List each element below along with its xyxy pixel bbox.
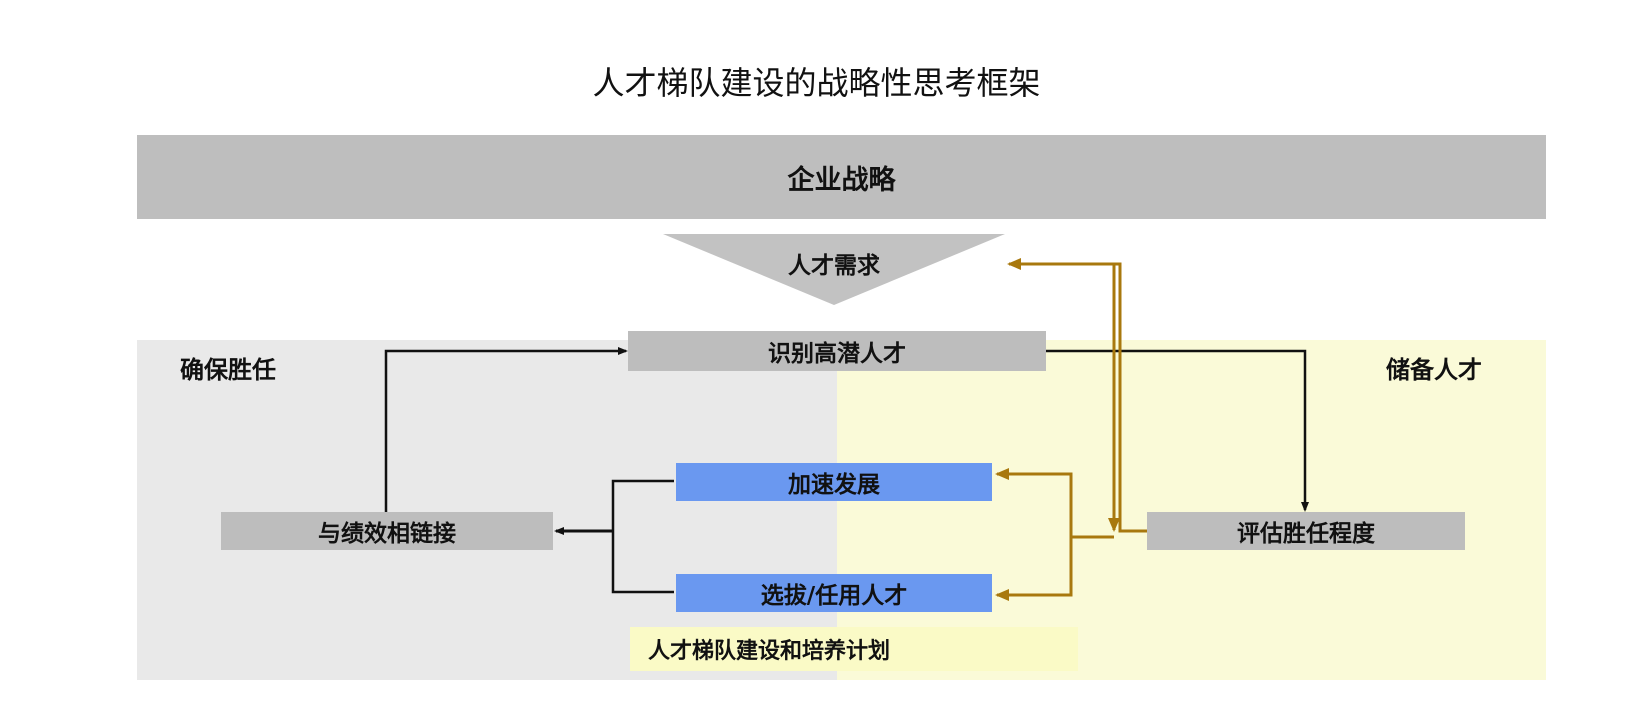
ensure-competence-label: 确保胜任 bbox=[180, 356, 276, 384]
black-bracket-to-performance bbox=[554, 479, 674, 594]
right-panel-talent-reserve bbox=[837, 340, 1546, 680]
link-to-performance-box: 与绩效相链接 bbox=[221, 512, 553, 550]
select-appoint-talent-box: 选拔/任用人才 bbox=[676, 574, 992, 612]
assess-competence-box: 评估胜任程度 bbox=[1147, 512, 1465, 550]
black-arrow-performance-to-identify bbox=[384, 347, 628, 512]
accelerate-development-box: 加速发展 bbox=[676, 463, 992, 501]
black-arrow-identify-to-assess bbox=[1046, 349, 1309, 512]
diagram-title: 人才梯队建设的战略性思考框架 bbox=[592, 64, 1041, 102]
left-panel-ensure-competence bbox=[137, 340, 837, 680]
corporate-strategy-banner: 企业战略 bbox=[137, 135, 1546, 219]
gold-arrows-assess-to-development bbox=[995, 468, 1114, 601]
identify-high-potential-box: 识别高潜人才 bbox=[628, 331, 1046, 371]
talent-demand-label: 人才需求 bbox=[788, 253, 880, 279]
succession-plan-box: 人才梯队建设和培养计划 bbox=[630, 627, 1078, 671]
gold-arrow-assess-to-demand bbox=[1007, 258, 1147, 533]
talent-reserve-label: 储备人才 bbox=[1386, 356, 1482, 384]
